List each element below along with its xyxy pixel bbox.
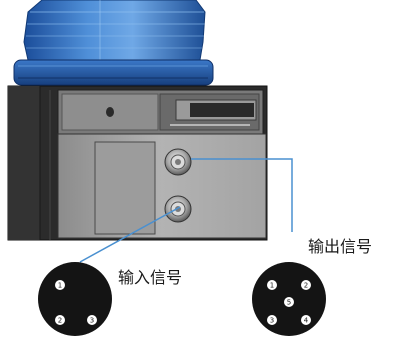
connector-panel — [57, 133, 267, 239]
output-pin-label: 4 — [304, 317, 309, 325]
screw-icon — [106, 107, 114, 117]
output-pin-label: 1 — [270, 282, 274, 290]
input-pin-label: 1 — [58, 282, 62, 290]
top-panel — [57, 89, 264, 135]
input-pin-label: 2 — [58, 317, 62, 325]
output-connector-icon: 1 2 3 4 5 — [252, 262, 326, 336]
input-port-icon — [164, 195, 192, 223]
output-pin-label: 5 — [287, 299, 291, 307]
output-leader-line — [191, 158, 293, 232]
output-signal-label: 输出信号 — [308, 237, 373, 256]
input-connector-icon: 1 2 3 — [38, 262, 112, 336]
input-leader-line — [79, 206, 181, 263]
input-signal-label: 输入信号 — [118, 268, 183, 287]
lens-base-ring — [13, 59, 214, 86]
lens-dome — [23, 0, 206, 61]
output-port-icon — [164, 148, 192, 176]
input-pin-label: 3 — [90, 317, 94, 325]
output-pin-label: 2 — [304, 282, 308, 290]
output-pin-label: 3 — [270, 317, 274, 325]
